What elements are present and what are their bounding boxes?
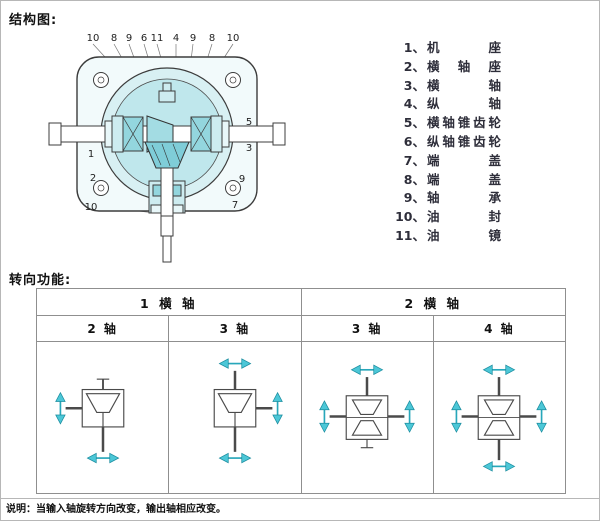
callout-label: 10 bbox=[227, 33, 240, 44]
parts-list: 1、机座 2、横轴座 3、横轴 4、纵轴 5、横轴锥齿轮 6、纵轴锥齿轮 7、端… bbox=[393, 39, 505, 246]
part-number: 11、 bbox=[395, 227, 425, 243]
part-number: 1、 bbox=[403, 40, 425, 55]
part-name: 轴承 bbox=[427, 190, 501, 206]
sub-header-4-shaft: 4 轴 bbox=[432, 315, 567, 342]
part-name: 纵轴锥齿轮 bbox=[427, 133, 501, 149]
diagram-cell-4shaft bbox=[432, 341, 567, 494]
parts-list-item: 3、横轴 bbox=[393, 77, 505, 96]
part-number: 10、 bbox=[395, 209, 425, 225]
diagram-cell-3shaft-b bbox=[300, 341, 434, 494]
callout-label: 10 bbox=[87, 33, 100, 44]
part-number: 7、 bbox=[403, 152, 425, 168]
parts-list-item: 6、纵轴锥齿轮 bbox=[393, 133, 505, 152]
rotation-function-table: 1 横 轴 2 横 轴 2 轴 3 轴 3 轴 4 轴 bbox=[35, 288, 567, 494]
seals-covers-bearings bbox=[104, 115, 230, 153]
callout-label: 1 bbox=[88, 149, 94, 160]
callout-labels: 10 8 9 6 11 4 9 8 10 1 2 10 5 3 9 7 bbox=[85, 33, 253, 213]
parts-list-item: 11、油镜 bbox=[393, 227, 505, 246]
schematic-2h-4shaft bbox=[451, 364, 548, 472]
part-number: 8、 bbox=[403, 171, 425, 187]
callout-label: 2 bbox=[90, 173, 96, 184]
parts-list-item: 7、端盖 bbox=[393, 152, 505, 171]
sub-header-3-shaft-a: 3 轴 bbox=[168, 315, 302, 342]
part-number: 6、 bbox=[403, 133, 425, 149]
callout-label: 3 bbox=[246, 143, 252, 154]
group-header-two-horizontal-shafts: 2 横 轴 bbox=[300, 288, 566, 316]
part-name: 横轴 bbox=[427, 77, 501, 93]
sub-header-3-shaft-b: 3 轴 bbox=[300, 315, 434, 342]
part-number: 5、 bbox=[403, 115, 425, 131]
part-number: 4、 bbox=[403, 96, 425, 112]
part-name: 机座 bbox=[427, 40, 501, 55]
schematic-1h-3shaft bbox=[213, 358, 283, 464]
diagram-cell-2shaft bbox=[35, 341, 170, 494]
part-number: 9、 bbox=[403, 190, 425, 206]
schematic-2h-3shaft bbox=[319, 364, 416, 449]
part-name: 横轴锥齿轮 bbox=[427, 115, 501, 131]
callout-label: 10 bbox=[85, 202, 98, 213]
part-name: 油封 bbox=[427, 209, 501, 225]
function-section-title: 转向功能: bbox=[9, 273, 72, 288]
group-header-one-horizontal-shaft: 1 横 轴 bbox=[36, 288, 302, 316]
callout-label: 4 bbox=[173, 33, 179, 44]
part-name: 纵轴 bbox=[427, 96, 501, 112]
callout-label: 5 bbox=[246, 117, 252, 128]
parts-list-item: 4、纵轴 bbox=[393, 95, 505, 114]
callout-label: 9 bbox=[126, 33, 132, 44]
callout-label: 9 bbox=[239, 174, 245, 185]
footnote: 说明：当输入轴旋转方向改变，输出轴相应改变。 bbox=[1, 498, 599, 520]
parts-list-item: 9、轴承 bbox=[393, 189, 505, 208]
structure-diagram: 10 8 9 6 11 4 9 8 10 1 2 10 5 3 9 7 bbox=[48, 33, 286, 263]
callout-label: 9 bbox=[190, 33, 196, 44]
part-number: 2、 bbox=[403, 58, 425, 74]
structure-drawing-area: 10 8 9 6 11 4 9 8 10 1 2 10 5 3 9 7 bbox=[47, 21, 309, 271]
parts-list-item: 2、横轴座 bbox=[393, 58, 505, 77]
callout-label: 11 bbox=[151, 33, 164, 44]
vertical-shaft-assembly bbox=[148, 82, 186, 263]
parts-list-item: 1、机座 bbox=[393, 39, 505, 58]
part-name: 端盖 bbox=[427, 171, 501, 187]
parts-list-item: 8、端盖 bbox=[393, 171, 505, 190]
callout-label: 7 bbox=[232, 200, 238, 211]
bevel-gears bbox=[144, 115, 190, 169]
callout-label: 8 bbox=[209, 33, 215, 44]
schematic-1h-2shaft bbox=[54, 378, 124, 464]
callout-label: 8 bbox=[111, 33, 117, 44]
structure-section-title: 结构图: bbox=[9, 13, 58, 28]
part-name: 横轴座 bbox=[427, 58, 501, 74]
part-number: 3、 bbox=[403, 77, 425, 93]
sub-header-2-shaft: 2 轴 bbox=[35, 315, 170, 342]
part-name: 油镜 bbox=[427, 227, 501, 243]
diagram-cell-3shaft-a bbox=[168, 341, 302, 494]
parts-list-item: 10、油封 bbox=[393, 208, 505, 227]
callout-label: 6 bbox=[141, 33, 147, 44]
part-name: 端盖 bbox=[427, 152, 501, 168]
parts-list-item: 5、横轴锥齿轮 bbox=[393, 114, 505, 133]
